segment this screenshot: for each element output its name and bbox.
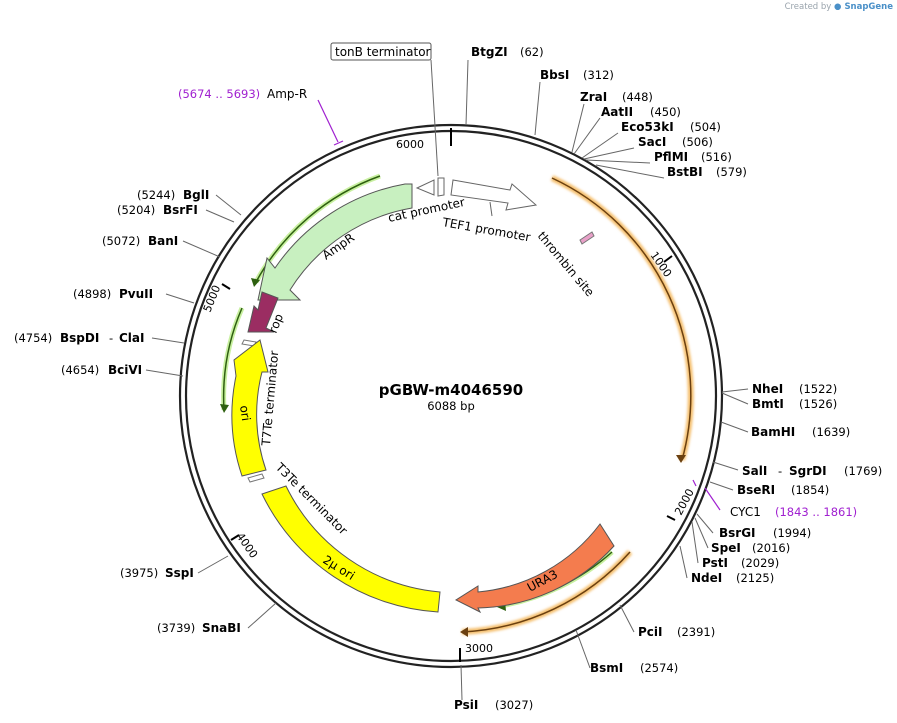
site-btgzi-pos: (62) xyxy=(520,45,544,59)
two-micron-ori-arrow xyxy=(261,485,441,613)
site-btgzi-name: BtgZI xyxy=(471,45,508,59)
site-bsrfi-pos: (5204) xyxy=(117,203,155,217)
site-bsmi-pos: (2574) xyxy=(640,661,678,675)
tef1-promoter-arrow xyxy=(450,179,538,211)
site-bbsi-name: BbsI xyxy=(540,68,569,82)
thrombin-site-marker xyxy=(579,231,595,245)
site-bstbi-pos: (579) xyxy=(716,165,747,179)
amp-r-name: Amp-R xyxy=(267,87,307,101)
site-bseri-name: BseRI xyxy=(737,483,775,497)
site-psii-pos: (3027) xyxy=(495,698,533,712)
amp-r-range: (5674 .. 5693) xyxy=(178,87,260,101)
site-sgrdi-name: SgrDI xyxy=(789,464,827,478)
orange-arc-right xyxy=(550,175,694,463)
site-bsrfi-name: BsrFI xyxy=(163,203,198,217)
credit-brand: SnapGene xyxy=(844,2,893,12)
site-psti-name: PstI xyxy=(702,556,728,570)
site-sali-pos: (1769) xyxy=(844,464,882,478)
site-pflmi-name: PflMI xyxy=(654,150,688,164)
site-bsmi-name: BsmI xyxy=(590,661,623,675)
site-saci-pos: (506) xyxy=(682,135,713,149)
site-sali-dash: - xyxy=(778,464,782,478)
site-bsrgi-pos: (1994) xyxy=(773,526,811,540)
site-pcii-name: PciI xyxy=(638,625,663,639)
rop-label: rop xyxy=(266,312,286,335)
site-ndei-name: NdeI xyxy=(691,571,722,585)
tonb-label-box xyxy=(330,42,432,61)
site-eco53ki-name: Eco53kI xyxy=(621,120,674,134)
t3te-arrow xyxy=(247,473,265,483)
site-bspdi-name: BspDI xyxy=(60,331,99,345)
rop-arrow xyxy=(247,291,279,333)
tonb-connector xyxy=(430,59,439,177)
site-pvuii-name: PvuII xyxy=(119,287,153,301)
site-bmti-name: BmtI xyxy=(752,397,784,411)
ori-label: ori xyxy=(237,404,253,421)
site-clai-name: ClaI xyxy=(119,331,144,345)
site-ndei-pos: (2125) xyxy=(736,571,774,585)
site-bcivi-name: BciVI xyxy=(108,363,142,377)
cyc1-name: CYC1 xyxy=(730,505,761,519)
plasmid-name: pGBW-m4046590 xyxy=(379,381,523,399)
purple-leaders xyxy=(317,99,721,511)
site-aatii-pos: (450) xyxy=(650,105,681,119)
site-pcii-pos: (2391) xyxy=(677,625,715,639)
site-bcivi-pos: (4654) xyxy=(61,363,99,377)
snapgene-credit: Created by ● SnapGene xyxy=(785,2,893,12)
tef1-promoter-label: TEF1 promoter xyxy=(440,215,531,244)
site-zrai-name: ZraI xyxy=(580,90,607,104)
site-bmti-pos: (1526) xyxy=(799,397,837,411)
site-bani-pos: (5072) xyxy=(102,234,140,248)
site-bbsi-pos: (312) xyxy=(583,68,614,82)
tick-label-4000: 4000 xyxy=(234,530,261,560)
site-bgli-name: BglI xyxy=(183,188,209,202)
ori-arrow xyxy=(231,339,269,477)
site-nhei-pos: (1522) xyxy=(799,382,837,396)
site-saci-name: SacI xyxy=(638,135,666,149)
site-psii-name: PsiI xyxy=(454,698,478,712)
tick-label-6000: 6000 xyxy=(396,138,424,151)
tonb-label: tonB terminator xyxy=(335,45,431,59)
site-sspi-pos: (3975) xyxy=(120,566,158,580)
tef1-connector xyxy=(489,201,493,217)
backbone-outer xyxy=(178,123,724,669)
site-bspdi-dash: - xyxy=(109,331,113,345)
site-bamhi-pos: (1639) xyxy=(812,425,850,439)
site-bani-name: BanI xyxy=(148,234,178,248)
credit-prefix: Created by xyxy=(784,2,832,12)
site-nhei-name: NheI xyxy=(752,382,783,396)
cyc1-range: (1843 .. 1861) xyxy=(775,505,857,519)
site-sspi-name: SspI xyxy=(165,566,194,580)
site-bseri-pos: (1854) xyxy=(791,483,829,497)
site-pflmi-pos: (516) xyxy=(701,150,732,164)
site-zrai-pos: (448) xyxy=(622,90,653,104)
cat-promoter-arrow xyxy=(437,177,445,197)
tick-label-3000: 3000 xyxy=(465,642,493,655)
snapgene-logo: ● SnapGene xyxy=(834,2,893,12)
green-arc-lower-left xyxy=(220,307,245,413)
cat-promoter-head xyxy=(415,179,435,196)
site-bsrgi-name: BsrGI xyxy=(719,526,756,540)
site-spei-pos: (2016) xyxy=(752,541,790,555)
ampr-arrow xyxy=(257,183,413,301)
site-leader-lines xyxy=(145,59,749,701)
site-aatii-name: AatII xyxy=(601,105,633,119)
site-bgli-pos: (5244) xyxy=(137,188,175,202)
plasmid-size: 6088 bp xyxy=(427,399,475,413)
site-bamhi-name: BamHI xyxy=(751,425,795,439)
site-bspdi-pos: (4754) xyxy=(14,331,52,345)
tick-label-5000: 5000 xyxy=(201,283,224,314)
site-eco53ki-pos: (504) xyxy=(690,120,721,134)
tick-marks xyxy=(221,128,676,662)
site-bstbi-name: BstBI xyxy=(667,165,703,179)
site-snabi-pos: (3739) xyxy=(157,621,195,635)
site-psti-pos: (2029) xyxy=(741,556,779,570)
site-sali-name: SalI xyxy=(742,464,767,478)
site-pvuii-pos: (4898) xyxy=(73,287,111,301)
site-snabi-name: SnaBI xyxy=(202,621,241,635)
orange-arc-bottom xyxy=(460,550,633,637)
ura3-arrow xyxy=(454,523,615,614)
site-spei-name: SpeI xyxy=(711,541,741,555)
